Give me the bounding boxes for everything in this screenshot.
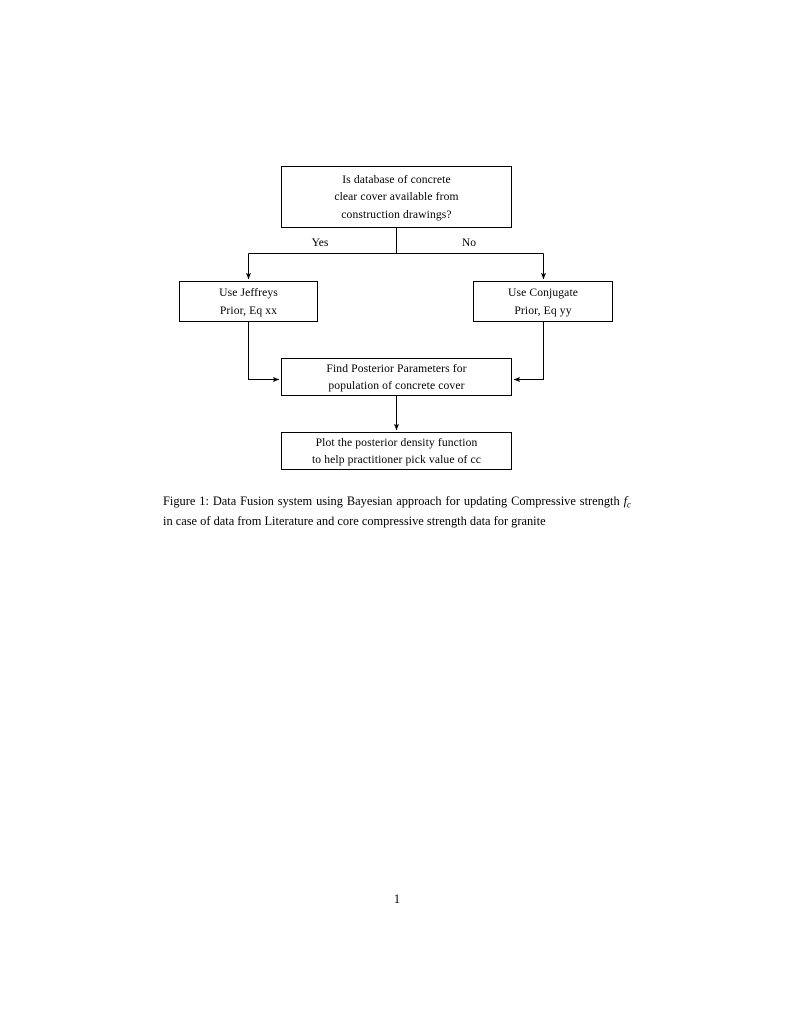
flowchart-node-plot-density: Plot the posterior density function to h… [281,432,512,470]
edge-label-no: No [461,236,477,249]
edge-label-yes: Yes [311,236,329,249]
caption-text-after: in case of data from Literature and core… [163,514,546,529]
figure-flowchart: Is database of concrete clear cover avai… [0,0,794,490]
node-text-line: Find Posterior Parameters for [326,361,467,375]
flowchart-node-jeffreys-prior: Use Jeffreys Prior, Eq xx [179,281,318,322]
node-text-line: Prior, Eq yy [514,303,572,317]
flowchart-node-find-posterior: Find Posterior Parameters for population… [281,358,512,396]
caption-math-subscript: c [627,499,631,510]
flowchart-node-conjugate-prior: Use Conjugate Prior, Eq yy [473,281,613,322]
node-text-line: Use Conjugate [507,286,579,300]
flowchart-connectors [245,228,547,431]
caption-math-variable: f [623,494,628,508]
wire-jeffreys-to-posterior [248,322,280,383]
node-text-line: clear cover available from [334,190,459,204]
caption-text-before: Data Fusion system using Bayesian approa… [208,494,624,508]
node-text-line: to help practitioner pick value of cc [311,453,482,466]
node-text-line: Prior, Eq xx [219,303,278,317]
page-number: 1 [393,892,401,906]
node-text-line: Plot the posterior density function [315,435,478,449]
node-text-line: Is database of concrete [342,173,451,187]
figure-caption: Figure 1: Data Fusion system using Bayes… [163,492,631,531]
caption-label: Figure 1: [163,494,209,508]
node-text-line: population of concrete cover [328,379,465,392]
node-text-line: Use Jeffreys [219,286,278,300]
wire-conjugate-to-posterior [513,322,544,383]
node-text-line: construction drawings? [341,207,452,221]
flowchart-node-decision: Is database of concrete clear cover avai… [281,166,512,228]
